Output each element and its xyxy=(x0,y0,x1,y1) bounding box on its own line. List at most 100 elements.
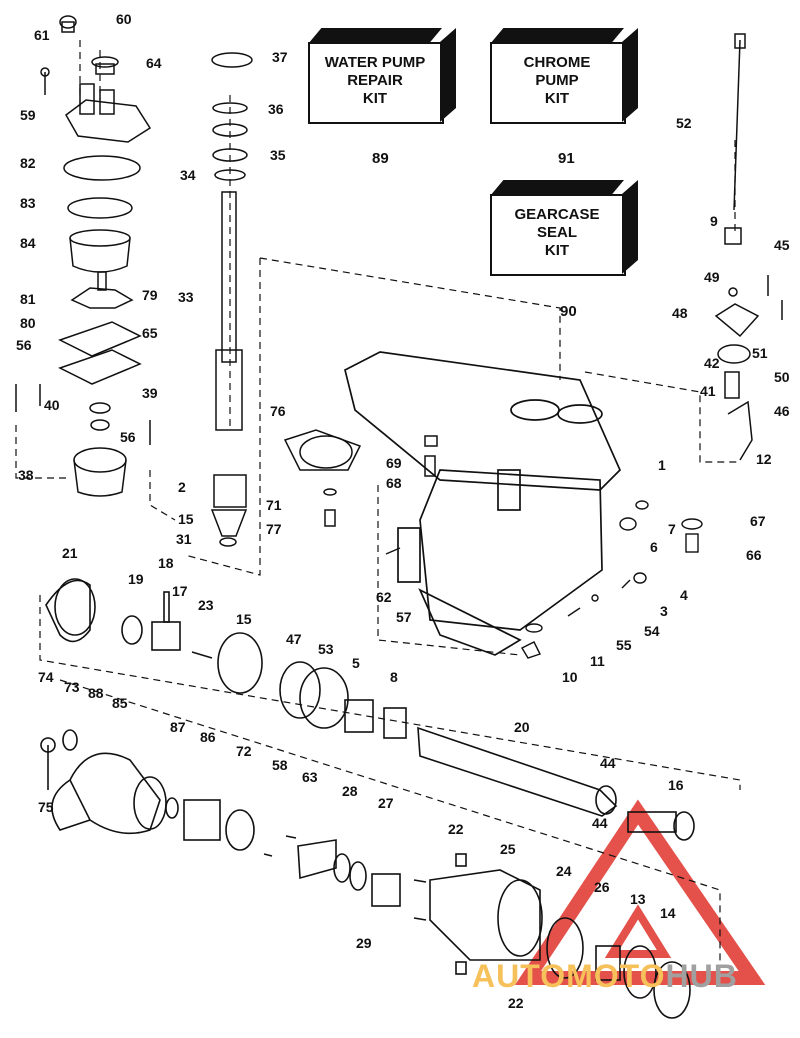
part-callout-48: 48 xyxy=(672,305,688,321)
seal-plate xyxy=(283,429,438,527)
part-callout-17: 17 xyxy=(172,583,188,599)
kit-box-side xyxy=(440,28,456,122)
kit-number: 90 xyxy=(560,303,577,320)
part-callout-57: 57 xyxy=(396,609,412,625)
part-callout-22: 22 xyxy=(508,995,524,1011)
watermark-left-text: AUTOMOTO xyxy=(472,958,666,994)
part-callout-28: 28 xyxy=(342,783,358,799)
part-callout-13: 13 xyxy=(630,891,646,907)
watermark-right-text: HUB xyxy=(665,958,738,994)
part-callout-54: 54 xyxy=(644,623,660,639)
kit-number: 91 xyxy=(558,150,575,167)
part-callout-55: 55 xyxy=(616,637,632,653)
part-callout-84: 84 xyxy=(20,235,36,251)
part-callout-37: 37 xyxy=(272,49,288,65)
part-callout-45: 45 xyxy=(774,237,790,253)
part-callout-18: 18 xyxy=(158,555,174,571)
part-callout-51: 51 xyxy=(752,345,768,361)
part-callout-19: 19 xyxy=(128,571,144,587)
part-callout-16: 16 xyxy=(668,777,684,793)
part-callout-9: 9 xyxy=(710,213,718,229)
part-callout-86: 86 xyxy=(200,729,216,745)
part-callout-33: 33 xyxy=(178,289,194,305)
part-callout-60: 60 xyxy=(116,11,132,27)
part-callout-15: 15 xyxy=(236,611,252,627)
gear-train xyxy=(45,578,618,817)
part-callout-77: 77 xyxy=(266,521,282,537)
part-callout-25: 25 xyxy=(500,841,516,857)
part-callout-15: 15 xyxy=(178,511,194,527)
gearcase-housing xyxy=(344,351,622,656)
part-callout-3: 3 xyxy=(660,603,668,619)
part-callout-40: 40 xyxy=(44,397,60,413)
part-callout-74: 74 xyxy=(38,669,54,685)
part-callout-85: 85 xyxy=(112,695,128,711)
kit-box-side xyxy=(622,180,638,274)
shift-rod xyxy=(714,33,783,461)
part-callout-56: 56 xyxy=(120,429,136,445)
part-callout-83: 83 xyxy=(20,195,36,211)
part-callout-26: 26 xyxy=(594,879,610,895)
part-callout-65: 65 xyxy=(142,325,158,341)
water-pump-housing xyxy=(15,15,152,497)
part-callout-39: 39 xyxy=(142,385,158,401)
part-callout-24: 24 xyxy=(556,863,572,879)
part-callout-29: 29 xyxy=(356,935,372,951)
part-callout-47: 47 xyxy=(286,631,302,647)
part-callout-41: 41 xyxy=(700,383,716,399)
part-callout-2: 2 xyxy=(178,479,186,495)
part-callout-21: 21 xyxy=(62,545,78,561)
part-callout-79: 79 xyxy=(142,287,158,303)
part-callout-12: 12 xyxy=(756,451,772,467)
part-callout-8: 8 xyxy=(390,669,398,685)
kit-box-front xyxy=(308,42,444,124)
part-callout-76: 76 xyxy=(270,403,286,419)
part-callout-69: 69 xyxy=(386,455,402,471)
part-callout-22: 22 xyxy=(448,821,464,837)
part-callout-81: 81 xyxy=(20,291,36,307)
part-callout-59: 59 xyxy=(20,107,36,123)
part-callout-53: 53 xyxy=(318,641,334,657)
part-callout-31: 31 xyxy=(176,531,192,547)
part-callout-80: 80 xyxy=(20,315,36,331)
part-callout-75: 75 xyxy=(38,799,54,815)
part-callout-61: 61 xyxy=(34,27,50,43)
watermark-triangle-icon xyxy=(514,799,766,985)
part-callout-27: 27 xyxy=(378,795,394,811)
propeller-assembly xyxy=(40,729,695,1019)
part-callout-38: 38 xyxy=(18,467,34,483)
part-callout-72: 72 xyxy=(236,743,252,759)
part-callout-56: 56 xyxy=(16,337,32,353)
part-callout-87: 87 xyxy=(170,719,186,735)
part-callout-14: 14 xyxy=(660,905,676,921)
automotohub-watermark: AUTOMOTOHUB xyxy=(472,958,738,994)
part-callout-52: 52 xyxy=(676,115,692,131)
drive-shaft xyxy=(210,52,253,547)
part-callout-5: 5 xyxy=(352,655,360,671)
part-callout-50: 50 xyxy=(774,369,790,385)
part-callout-68: 68 xyxy=(386,475,402,491)
part-callout-42: 42 xyxy=(704,355,720,371)
part-callout-35: 35 xyxy=(270,147,286,163)
part-callout-44: 44 xyxy=(600,755,616,771)
part-callout-23: 23 xyxy=(198,597,214,613)
kit-box-top xyxy=(490,180,624,196)
part-callout-49: 49 xyxy=(704,269,720,285)
part-callout-64: 64 xyxy=(146,55,162,71)
part-callout-6: 6 xyxy=(650,539,658,555)
part-callout-7: 7 xyxy=(668,521,676,537)
part-callout-58: 58 xyxy=(272,757,288,773)
part-callout-66: 66 xyxy=(746,547,762,563)
part-callout-46: 46 xyxy=(774,403,790,419)
part-callout-1: 1 xyxy=(658,457,666,473)
kit-box-side xyxy=(622,28,638,122)
part-callout-20: 20 xyxy=(514,719,530,735)
kit-number: 89 xyxy=(372,150,389,167)
kit-box-front xyxy=(490,42,626,124)
part-callout-62: 62 xyxy=(376,589,392,605)
part-callout-34: 34 xyxy=(180,167,196,183)
gearcase-fasteners xyxy=(385,500,703,659)
part-callout-63: 63 xyxy=(302,769,318,785)
